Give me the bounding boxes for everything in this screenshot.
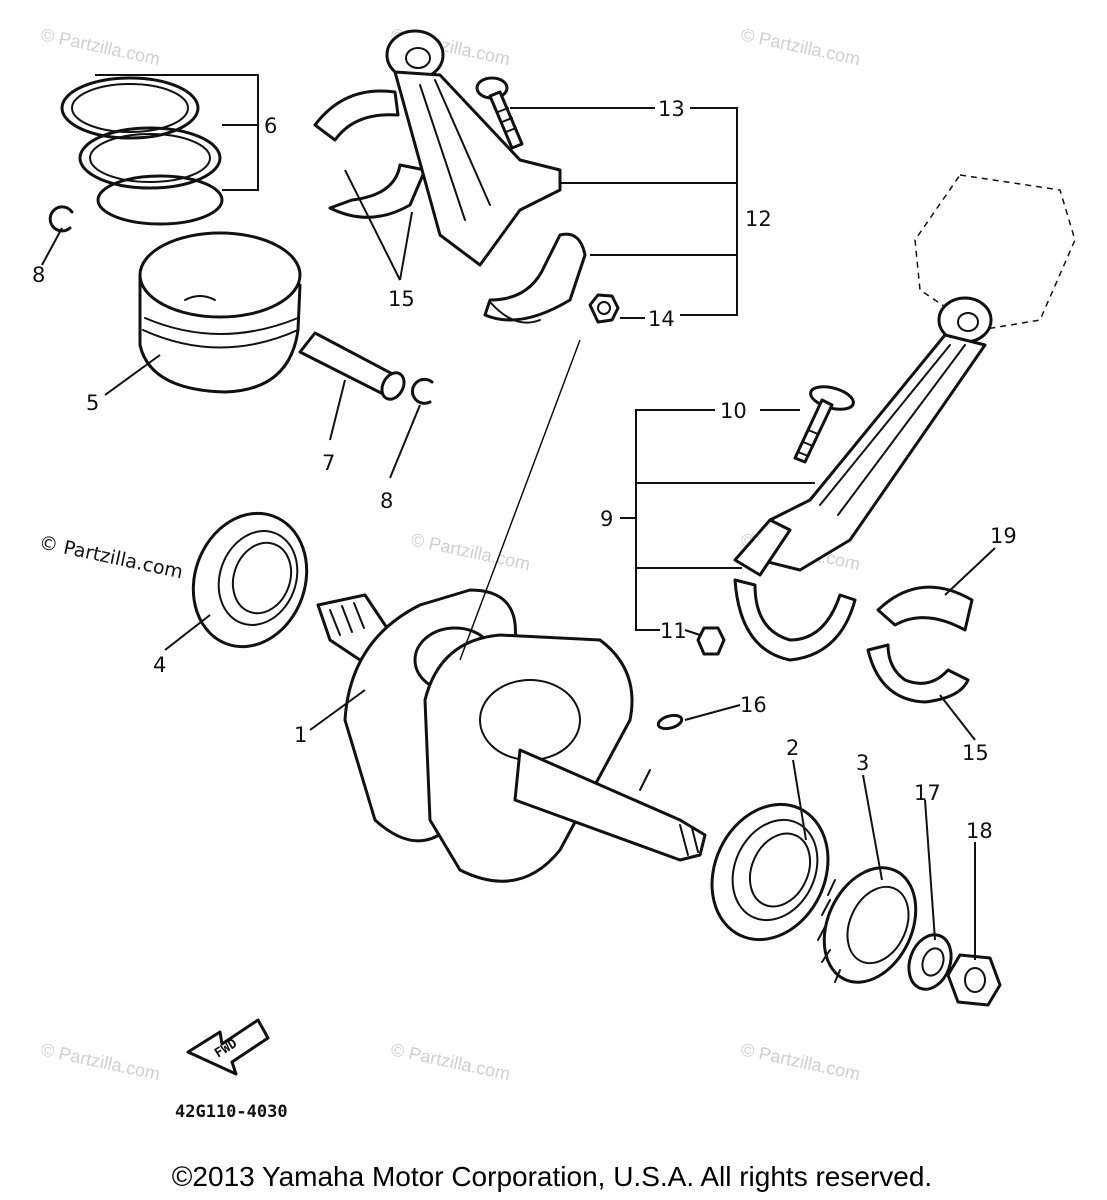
callout-9: 9 xyxy=(600,507,613,531)
callout-10: 10 xyxy=(720,399,747,423)
rod-nut-upper xyxy=(588,293,620,324)
diagram-code: 42G110-4030 xyxy=(175,1102,288,1122)
main-bearing-left xyxy=(191,511,309,649)
piston xyxy=(138,231,302,394)
callout-8-right: 8 xyxy=(380,489,393,513)
main-bearing-right xyxy=(710,802,830,942)
circlip-right xyxy=(411,377,434,405)
washer xyxy=(907,933,953,991)
callout-1: 1 xyxy=(294,723,307,747)
callout-15-upper: 15 xyxy=(388,287,415,311)
callout-15-right: 15 xyxy=(962,741,989,765)
callout-2: 2 xyxy=(786,736,799,760)
watermark: © Partzilla.com xyxy=(739,1039,862,1084)
crank-nut xyxy=(946,953,1002,1007)
callout-11: 11 xyxy=(660,619,687,643)
connecting-rod-lower xyxy=(733,174,1076,662)
callout-16: 16 xyxy=(740,693,767,717)
watermark: © Partzilla.com xyxy=(389,1039,512,1084)
piston-rings xyxy=(60,76,224,226)
rod-bolt-lower xyxy=(793,385,855,464)
callout-6: 6 xyxy=(264,114,277,138)
callout-labels: 6 8 5 7 8 15 13 12 14 10 9 11 19 15 4 1 … xyxy=(32,97,1017,843)
primary-drive-gear xyxy=(817,866,918,984)
connecting-rod-upper xyxy=(385,29,587,324)
forward-arrow-icon: FWD xyxy=(186,1018,270,1076)
woodruff-key xyxy=(656,713,684,731)
callout-13: 13 xyxy=(658,97,685,121)
callout-12: 12 xyxy=(745,207,772,231)
callout-8-left: 8 xyxy=(32,263,45,287)
callout-7: 7 xyxy=(322,451,335,475)
watermark: © Partzilla.com xyxy=(39,1039,162,1084)
watermark: © Partzilla.com xyxy=(739,24,862,69)
watermark: © Partzilla.com xyxy=(39,24,162,69)
callout-5: 5 xyxy=(86,391,99,415)
crankshaft xyxy=(316,588,707,883)
piston-pin xyxy=(298,331,406,401)
callout-17: 17 xyxy=(914,781,941,805)
circlip-left xyxy=(48,205,74,233)
callout-18: 18 xyxy=(966,819,993,843)
copyright-notice: ©2013 Yamaha Motor Corporation, U.S.A. A… xyxy=(172,1161,932,1192)
callout-3: 3 xyxy=(856,751,869,775)
callout-14: 14 xyxy=(648,307,675,331)
watermark: © Partzilla.com xyxy=(409,529,532,574)
leader-lines xyxy=(41,74,996,960)
watermark-dark: © Partzilla.com xyxy=(37,531,185,583)
rod-nut-lower xyxy=(696,626,726,656)
callout-4: 4 xyxy=(153,653,166,677)
rod-bolt-upper xyxy=(475,76,524,150)
bearing-shells-right xyxy=(866,585,974,704)
callout-19: 19 xyxy=(990,524,1017,548)
